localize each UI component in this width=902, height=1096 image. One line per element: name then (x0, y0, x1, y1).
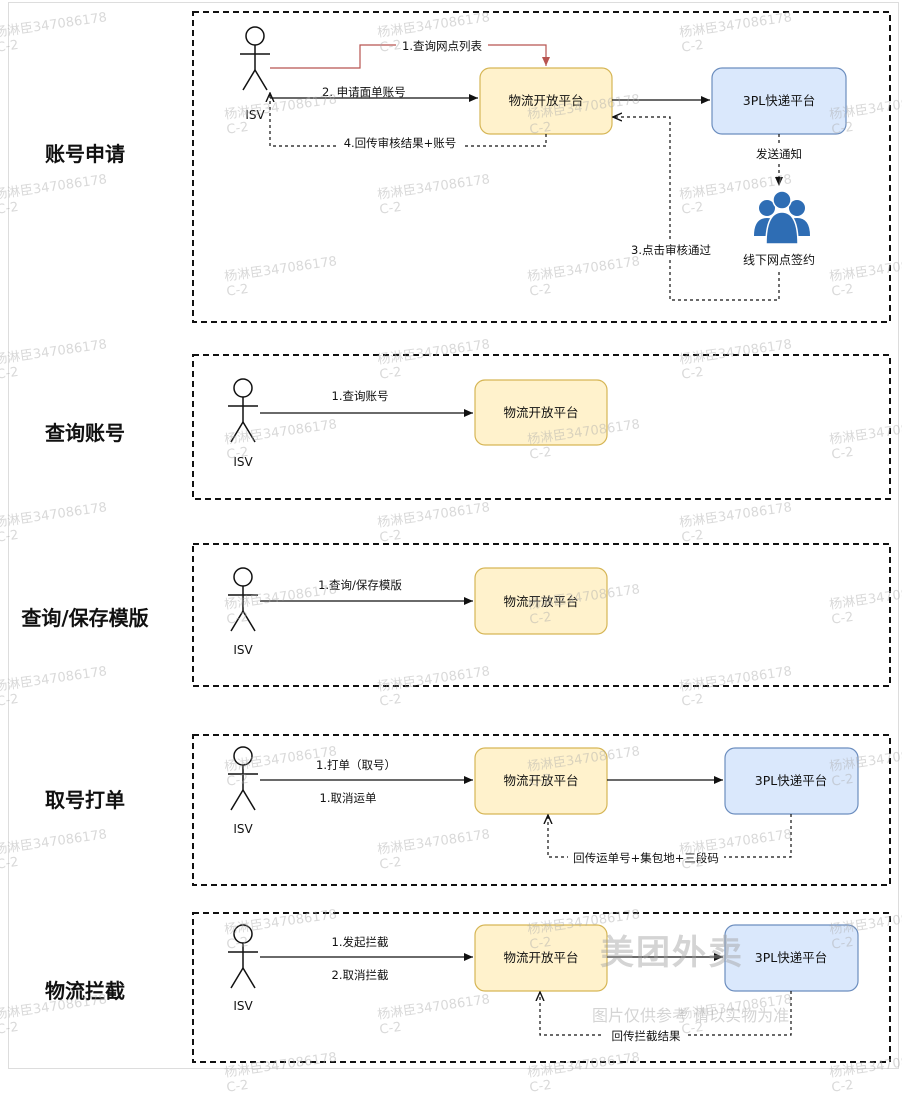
platform-node (474, 379, 608, 446)
platform-node-label: 物流开放平台 (503, 950, 578, 965)
express-node-label: 3PL快递平台 (755, 950, 827, 965)
section-box-query-account (192, 354, 891, 500)
isv-actor-label: ISV (233, 999, 253, 1013)
edge-label-send-notice: 发送通知 (756, 147, 802, 161)
platform-node-label: 物流开放平台 (508, 93, 583, 108)
edge-label-query-account: 1.查询账号 (332, 389, 389, 403)
express-node-label: 3PL快递平台 (743, 93, 815, 108)
edge-label-cancel-waybill: 1.取消运单 (320, 791, 377, 805)
section-title-template: 查询/保存模版 (21, 606, 149, 630)
section-title-print: 取号打单 (45, 788, 125, 812)
edge-label-intercept: 1.发起拦截 (332, 935, 389, 949)
page-border (8, 2, 899, 1069)
edge-label-callback-waybill: 回传运单号+集包地+三段码 (573, 851, 719, 865)
section-box-intercept (192, 912, 891, 1063)
edge-label-bg (338, 135, 462, 150)
isv-actor-icon (227, 924, 259, 989)
edge-label-approve: 3.点击审核通过 (631, 243, 711, 257)
isv-actor-icon (239, 26, 271, 91)
edge-approve (614, 117, 780, 301)
platform-node-label: 物流开放平台 (503, 773, 578, 788)
section-box-print (192, 734, 891, 886)
isv-actor-icon (227, 567, 259, 632)
edge-label-template: 1.查询/保存模版 (318, 578, 402, 592)
edge-label-cancel-intercept: 2.取消拦截 (332, 968, 389, 982)
section-box-account-apply (192, 11, 891, 323)
edge-label-bg (604, 1028, 688, 1043)
edge-query-outlets (270, 44, 550, 69)
isv-actor-label: ISV (245, 108, 265, 122)
platform-node-label: 物流开放平台 (503, 594, 578, 609)
edge-label-bg (626, 242, 716, 258)
offline-outlet-label: 线下网点签约 (743, 252, 815, 267)
section-title-intercept: 物流拦截 (45, 979, 125, 1003)
isv-actor-label: ISV (233, 455, 253, 469)
offline-outlet-people-icon (754, 190, 810, 245)
edge-label-callback-audit: 4.回传审核结果+账号 (344, 136, 457, 150)
isv-actor-icon (227, 746, 259, 811)
edge-label-print: 1.打单（取号） (316, 758, 396, 772)
edge-label-bg (750, 146, 808, 162)
isv-actor-icon (227, 378, 259, 443)
edge-label-bg (396, 38, 488, 53)
section-title-query-account: 查询账号 (45, 421, 125, 445)
edge-label-callback-intercept: 回传拦截结果 (612, 1029, 681, 1043)
isv-actor-label: ISV (233, 822, 253, 836)
isv-actor-label: ISV (233, 643, 253, 657)
platform-node (474, 567, 608, 635)
express-node-label: 3PL快递平台 (755, 773, 827, 788)
edge-label-query-outlets: 1.查询网点列表 (402, 39, 482, 53)
platform-node-label: 物流开放平台 (503, 405, 578, 420)
section-title-account-apply: 账号申请 (45, 142, 125, 166)
platform-node (474, 747, 608, 815)
edge-label-apply-account: 2. 申请面单账号 (322, 85, 406, 99)
edge-label-bg (568, 850, 724, 865)
